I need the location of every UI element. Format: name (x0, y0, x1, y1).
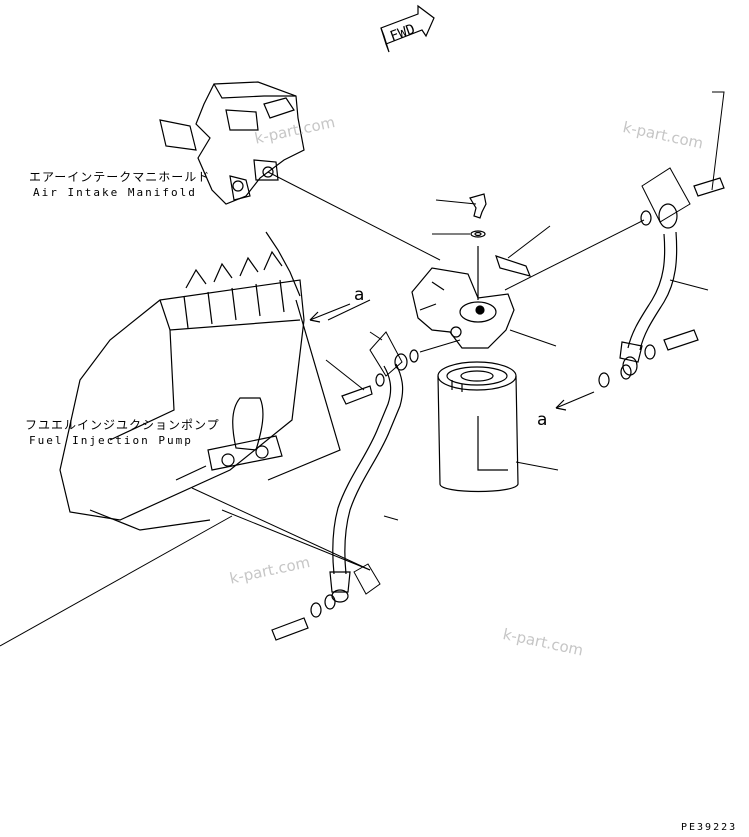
air-intake-manifold-icon (159, 81, 305, 205)
filter-head-icon (411, 267, 515, 349)
air-intake-manifold-label-en: Air Intake Manifold (33, 186, 197, 199)
leader-lines (0, 91, 725, 647)
drawing-code: PE39223 (681, 822, 738, 833)
fuel-filter-icon (437, 361, 519, 493)
callout-a-left: a (354, 285, 365, 305)
fwd-arrow-icon (380, 4, 435, 53)
fuel-injection-pump-icon (59, 231, 341, 531)
callout-arrows (309, 303, 595, 411)
left-fasteners (271, 349, 419, 641)
right-fasteners (598, 177, 725, 388)
air-intake-manifold-label-jp: エアーインテークマニホールド (29, 170, 211, 184)
right-fuel-hose-icon (619, 203, 678, 376)
callout-a-right: a (537, 410, 548, 430)
left-fuel-hose-icon (329, 353, 408, 603)
head-fasteners (469, 193, 532, 300)
fuel-injection-pump-label-jp: フユエルインジユクションポンプ (25, 418, 220, 432)
fuel-injection-pump-label-en: Fuel Injection Pump (29, 434, 193, 447)
